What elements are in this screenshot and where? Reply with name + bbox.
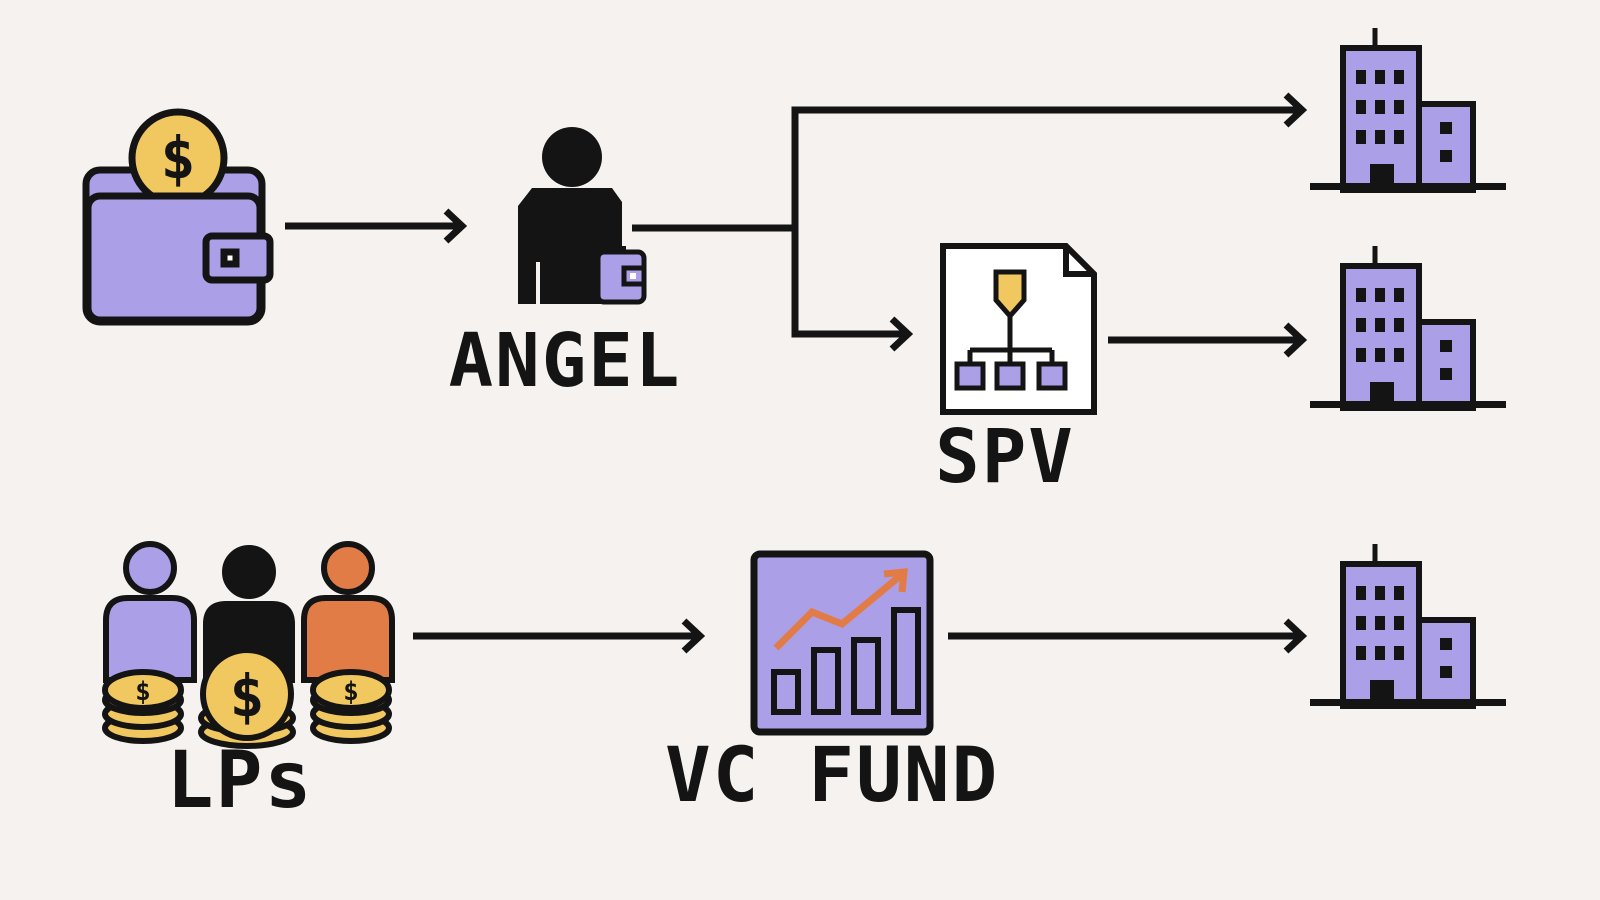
svg-text:$: $ (343, 677, 359, 707)
company-building-top-icon (1310, 28, 1506, 193)
spv-document-icon (940, 243, 1097, 415)
company-building-bottom-icon (1310, 544, 1506, 709)
arrow-angel-to-company-top (791, 106, 1302, 228)
spv-label: SPV (935, 414, 1075, 500)
vc-fund-chart-icon (750, 550, 934, 736)
arrow-wallet-to-angel-head (443, 208, 468, 244)
lps-group-icon: $ $ $ (102, 541, 395, 749)
arrow-angel-to-company-top-head (1283, 92, 1308, 128)
vc-fund-label: VC FUND (665, 730, 1000, 819)
coin-stack-center-icon: $ (198, 647, 296, 749)
arrow-lps-to-vcfund-head (681, 618, 706, 654)
lps-label: LPs (166, 736, 314, 826)
arrow-angel-to-spv (791, 228, 908, 338)
svg-text:$: $ (230, 662, 265, 730)
svg-text:$: $ (135, 677, 151, 707)
company-building-middle-icon (1310, 246, 1506, 411)
lp-person-lavender-icon (103, 541, 197, 683)
trend-arrow-icon (773, 573, 903, 651)
arrow-spv-to-company-middle-head (1283, 322, 1308, 358)
angel-wallet-icon (595, 249, 647, 305)
svg-text:$: $ (161, 124, 196, 192)
lp-person-orange-icon (301, 541, 395, 683)
arrow-vcfund-to-company-bottom-head (1283, 618, 1308, 654)
arrow-angel-to-spv-head (889, 316, 914, 352)
angel-label: ANGEL (448, 318, 682, 404)
connectors (285, 92, 1308, 654)
coin-stack-right-icon: $ (310, 669, 392, 744)
wallet-icon: $ (82, 108, 274, 326)
coin-stack-left-icon: $ (102, 669, 184, 744)
angel-person-icon (518, 127, 647, 305)
org-chart-icon (954, 269, 1068, 391)
